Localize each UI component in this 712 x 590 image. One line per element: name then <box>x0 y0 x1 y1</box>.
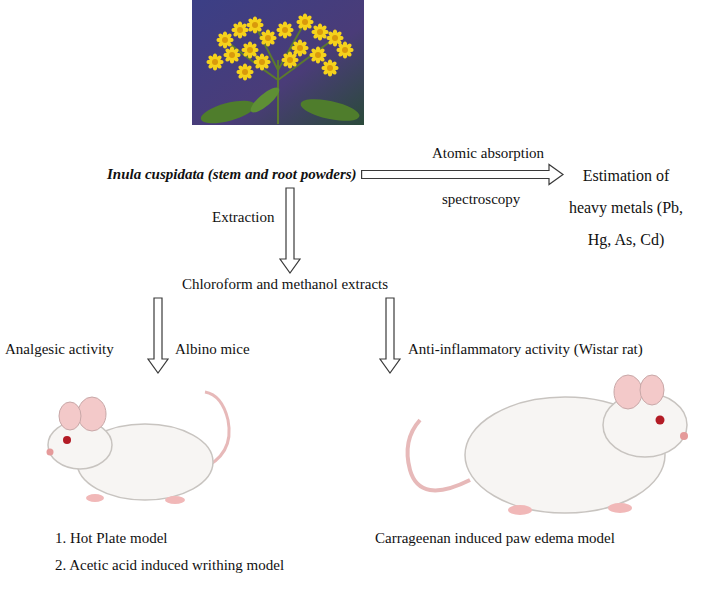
flower-head <box>247 17 264 34</box>
node-text: Estimation of heavy metals (Pb, Hg, As, … <box>566 160 686 256</box>
node-text: Carrageenan induced paw edema model <box>375 525 690 552</box>
flower-head <box>277 22 294 39</box>
flower-head <box>322 60 339 77</box>
text-node: Carrageenan induced paw edema model <box>370 375 690 587</box>
rat-picture <box>408 375 688 515</box>
annotation-label: Albino mice <box>175 340 250 358</box>
flower-head <box>297 14 314 31</box>
flower-head <box>312 24 329 41</box>
flower-head <box>260 30 277 47</box>
hollow-arrow <box>148 298 168 373</box>
text-node: Inula cuspidata (stem and root powders) <box>107 165 357 184</box>
annotation-label: Extraction <box>212 208 274 226</box>
node-text: Chloroform and methanol extracts <box>145 275 425 294</box>
flower-head <box>337 42 354 59</box>
annotation-label: spectroscopy <box>442 190 520 208</box>
annotation-label: Anti-inflammatory activity (Wistar rat) <box>408 340 643 358</box>
hollow-arrow <box>280 188 300 273</box>
flower-head <box>237 64 254 81</box>
flower-head <box>242 42 259 59</box>
annotation-label: Atomic absorption <box>432 144 544 162</box>
text-node: 1. Hot Plate model2. Acetic acid induced… <box>40 375 340 587</box>
node-text: Inula cuspidata (stem and root powders) <box>107 165 357 184</box>
flower-head <box>254 54 271 71</box>
flower-head <box>224 47 241 64</box>
annotation-label: Analgesic activity <box>5 340 114 358</box>
hollow-arrow <box>380 298 400 373</box>
hollow-arrow <box>362 165 563 185</box>
node-text: 1. Hot Plate model <box>55 525 340 552</box>
text-node: Chloroform and methanol extracts <box>145 275 425 294</box>
flower-photo <box>192 0 364 128</box>
flower-head <box>217 32 234 49</box>
flower-head <box>282 52 299 69</box>
text-node: Estimation of heavy metals (Pb, Hg, As, … <box>566 160 686 256</box>
node-text: 2. Acetic acid induced writhing model <box>55 552 340 579</box>
flower-head <box>207 54 224 71</box>
flower-head <box>310 47 327 64</box>
flower-head <box>232 22 249 39</box>
mouse-picture <box>47 392 230 504</box>
